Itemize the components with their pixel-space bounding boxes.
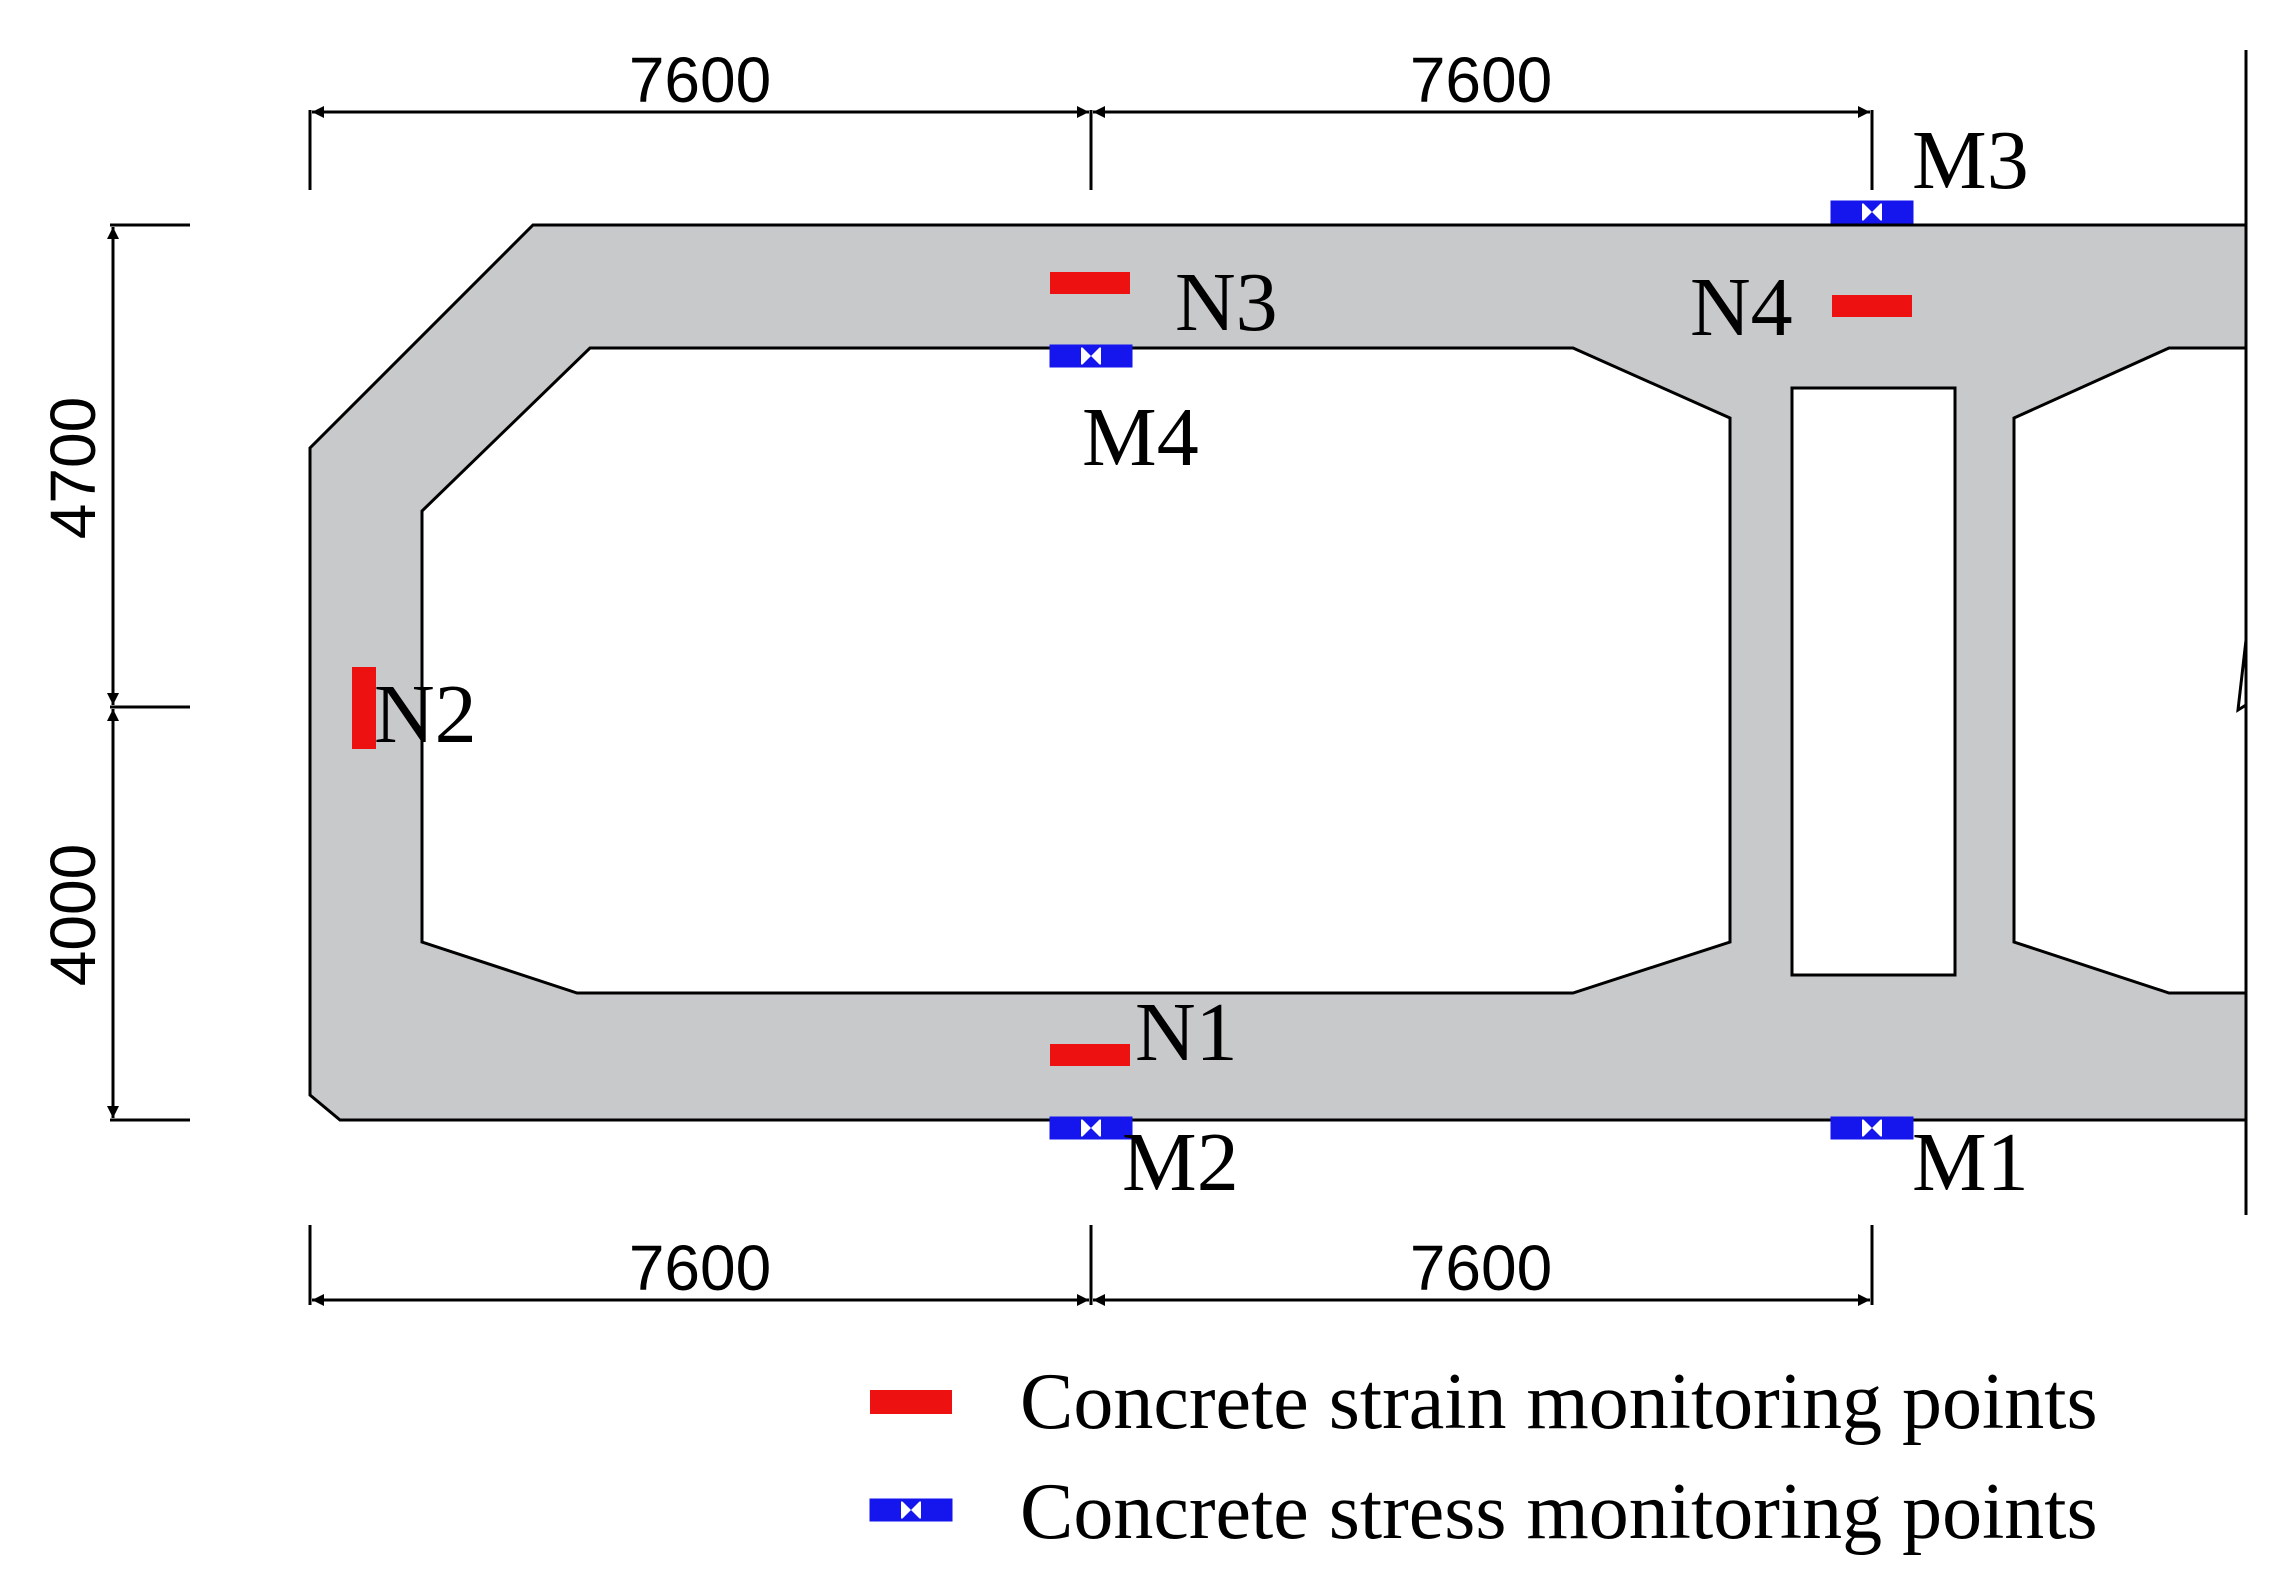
dimension-left-lower: 4000 bbox=[37, 844, 109, 986]
stress-marker-center bbox=[1862, 1118, 1882, 1138]
stress-marker-band-right bbox=[1101, 1118, 1131, 1138]
legend: Concrete strain monitoring points Concre… bbox=[869, 1358, 2098, 1556]
dimension-top-left: 7600 bbox=[629, 44, 771, 116]
stress-marker-m4 bbox=[1049, 344, 1133, 368]
strain-marker-n1 bbox=[1050, 1044, 1130, 1066]
label-m4: M4 bbox=[1082, 391, 1199, 484]
stress-marker-band-left bbox=[1051, 346, 1081, 366]
stress-marker-center bbox=[1081, 346, 1101, 366]
bottom-dimension: 7600 7600 bbox=[308, 1225, 1874, 1306]
dimension-left-upper: 4700 bbox=[37, 397, 109, 539]
label-n3: N3 bbox=[1175, 256, 1278, 349]
top-dimension: 7600 7600 bbox=[308, 44, 1874, 190]
stress-marker-center bbox=[901, 1500, 921, 1520]
box-girder-section bbox=[308, 223, 2248, 1122]
stress-marker-m2 bbox=[1049, 1116, 1133, 1140]
stress-marker-band-right bbox=[1101, 346, 1131, 366]
stress-marker-center bbox=[1862, 202, 1882, 222]
label-m1: M1 bbox=[1912, 1116, 2029, 1209]
stress-marker-band-right bbox=[921, 1500, 951, 1520]
stress-marker-center bbox=[1081, 1118, 1101, 1138]
left-dimension: 4700 4000 bbox=[37, 223, 190, 1122]
legend-stress-swatch bbox=[869, 1498, 953, 1522]
dimension-top-right: 7600 bbox=[1410, 44, 1552, 116]
stress-marker-band-left bbox=[1051, 1118, 1081, 1138]
strain-marker-n4 bbox=[1832, 295, 1912, 317]
label-m2: M2 bbox=[1122, 1116, 1239, 1209]
stress-marker-band-left bbox=[871, 1500, 901, 1520]
label-n2: N2 bbox=[374, 668, 477, 761]
label-n4: N4 bbox=[1690, 261, 1793, 354]
legend-stress-label: Concrete stress monitoring points bbox=[1020, 1468, 2098, 1556]
strain-marker-n3 bbox=[1050, 272, 1130, 294]
strain-marker-n2 bbox=[352, 667, 376, 749]
dimension-bottom-left: 7600 bbox=[629, 1232, 771, 1304]
label-n1: N1 bbox=[1135, 986, 1238, 1079]
legend-strain-swatch bbox=[870, 1390, 952, 1414]
label-m3: M3 bbox=[1912, 114, 2029, 207]
stress-marker-m1 bbox=[1830, 1116, 1914, 1140]
stress-marker-band-right bbox=[1882, 202, 1912, 222]
legend-strain-label: Concrete strain monitoring points bbox=[1020, 1358, 2098, 1446]
stress-marker-band-left bbox=[1832, 1118, 1862, 1138]
stress-marker-m3 bbox=[1830, 200, 1914, 224]
stress-marker-band-right bbox=[1882, 1118, 1912, 1138]
section-break-line bbox=[2236, 50, 2248, 1215]
dimension-bottom-right: 7600 bbox=[1410, 1232, 1552, 1304]
stress-marker-band-left bbox=[1832, 202, 1862, 222]
